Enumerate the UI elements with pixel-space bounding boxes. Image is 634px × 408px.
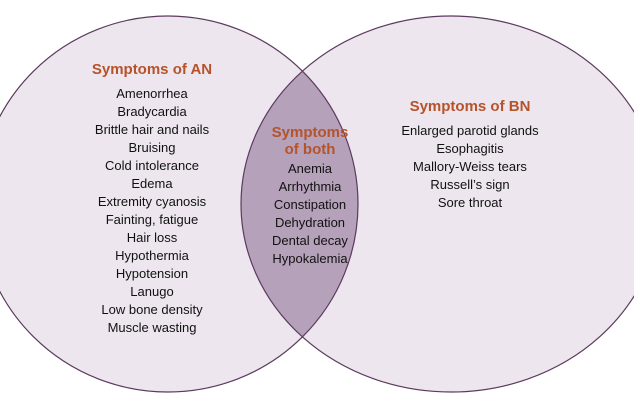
bn-symptom-item: Sore throat [437, 195, 503, 210]
an-symptom-item: Bruising [128, 140, 176, 155]
bn-symptom-item: Enlarged parotid glands [401, 123, 539, 138]
an-symptom-item: Hypotension [115, 266, 189, 281]
both-heading-line2: of both [284, 141, 336, 158]
an-symptom-item: Low bone density [101, 302, 203, 317]
an-symptom-item: Cold intolerance [105, 158, 199, 173]
bn-symptom-item: Esophagitis [436, 141, 504, 156]
both-symptom-item: Dental decay [272, 233, 348, 248]
an-circle-outline [0, 15, 359, 393]
both-heading: Symptoms of both [256, 124, 364, 158]
an-symptom-item: Amenorrhea [116, 86, 188, 101]
bn-symptom-item: Mallory-Weiss tears [413, 159, 527, 174]
an-heading: Symptoms of AN [91, 61, 213, 78]
an-symptom-item: Hair loss [126, 230, 178, 245]
both-symptom-item: Anemia [287, 161, 333, 176]
both-symptom-item: Hypokalemia [272, 251, 348, 266]
bn-symptom-item: Russell’s sign [430, 177, 510, 192]
an-symptom-item: Bradycardia [117, 104, 187, 119]
an-symptom-item: Muscle wasting [107, 320, 197, 335]
an-symptom-item: Lanugo [130, 284, 174, 299]
an-symptom-item: Brittle hair and nails [94, 122, 210, 137]
both-symptom-item: Constipation [273, 197, 347, 212]
bn-heading: Symptoms of BN [409, 98, 531, 115]
bn-circle-outline [240, 15, 634, 393]
an-symptom-item: Extremity cyanosis [97, 194, 207, 209]
an-symptom-item: Fainting, fatigue [105, 212, 199, 227]
an-symptom-item: Edema [131, 176, 173, 191]
both-heading-line1: Symptoms [271, 124, 349, 141]
bn-circle [241, 16, 634, 392]
an-symptom-item: Hypothermia [115, 248, 189, 263]
both-symptom-item: Dehydration [274, 215, 346, 230]
both-symptom-item: Arrhythmia [278, 179, 342, 194]
